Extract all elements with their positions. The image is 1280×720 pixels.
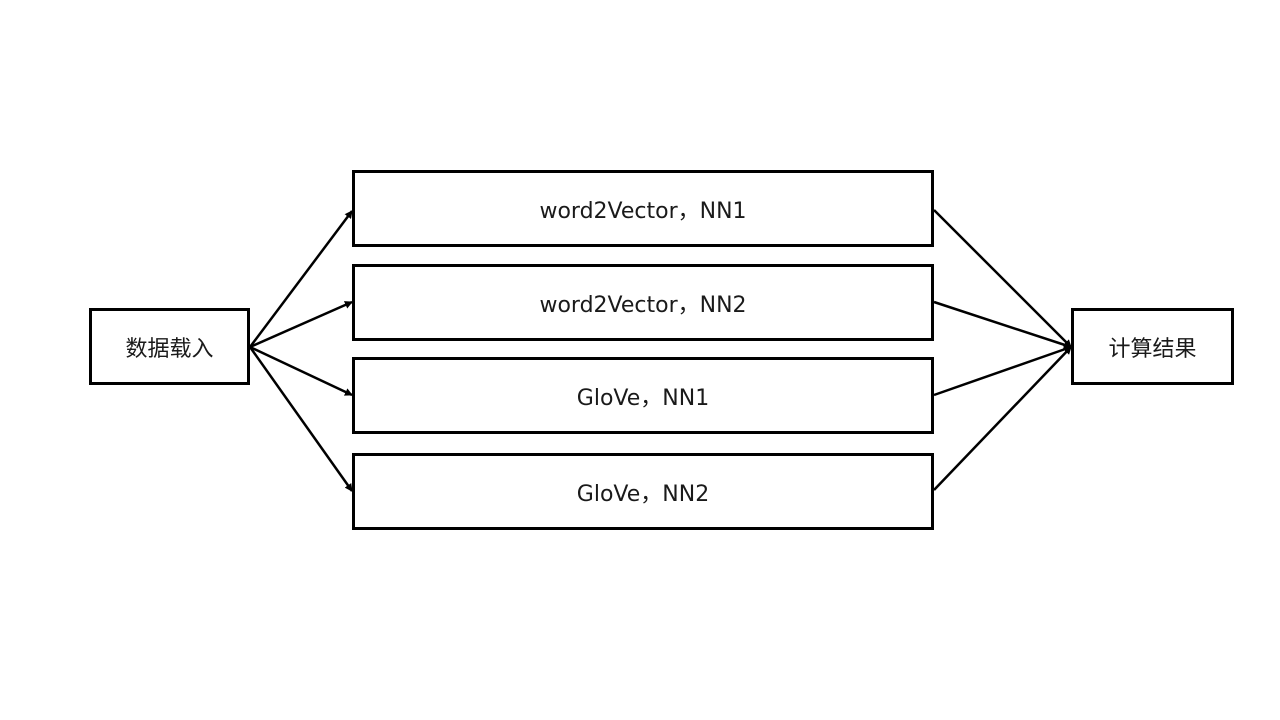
model-node-word2vector-nn2: word2Vector，NN2 [352,264,934,341]
result-node: 计算结果 [1071,308,1234,385]
model-label-glove-nn2: GloVe，NN2 [576,481,710,507]
arrow-model-1-to-result [933,209,1072,348]
arrow-source-to-model-4 [248,346,354,492]
arrow-model-3-to-result [933,345,1072,397]
model-label-glove-nn1: GloVe，NN1 [576,385,710,411]
model-label-word2vector-nn1: word2Vector，NN1 [539,198,747,224]
result-label: 计算结果 [1108,336,1197,362]
arrow-model-2-to-result [933,300,1072,349]
arrow-source-to-model-1 [249,210,353,348]
data-load-node: 数据载入 [89,308,250,385]
data-load-label: 数据载入 [125,336,214,362]
model-node-glove-nn2: GloVe，NN2 [352,453,934,530]
arrow-source-to-model-3 [249,345,353,397]
arrow-source-to-model-2 [249,300,353,349]
model-node-word2vector-nn1: word2Vector，NN1 [352,170,934,247]
model-node-glove-nn1: GloVe，NN1 [352,357,934,434]
arrow-model-4-to-result [933,346,1072,491]
model-label-word2vector-nn2: word2Vector，NN2 [539,292,747,318]
